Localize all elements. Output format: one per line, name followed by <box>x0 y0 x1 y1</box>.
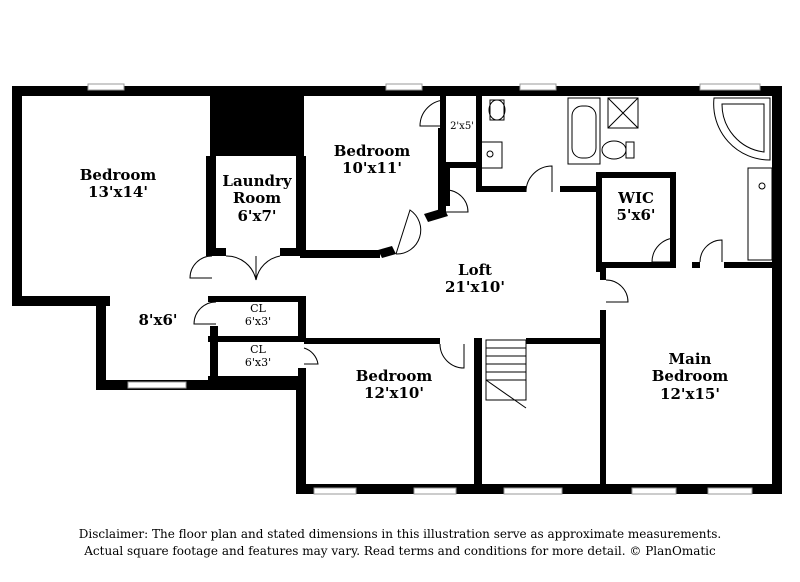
room-dims: 13'x14' <box>88 183 148 202</box>
closet-2-label: CL 6'x3' <box>226 343 290 369</box>
room-name: CL <box>250 343 266 356</box>
disclaimer: Disclaimer: The floor plan and stated di… <box>0 526 800 560</box>
closet-1-label: CL 6'x3' <box>226 302 290 328</box>
room-dims: 12'x15' <box>660 384 720 403</box>
room-dims: 10'x11' <box>342 159 402 178</box>
bedroom-top-label: Bedroom 10'x11' <box>326 142 418 178</box>
bedroom-left-label: Bedroom 13'x14' <box>78 166 158 202</box>
room-dims: 6'x3' <box>244 314 272 328</box>
nook-label: 8'x6' <box>128 311 188 329</box>
room-dims: 5'x6' <box>616 206 656 225</box>
room-name: WIC <box>618 189 654 207</box>
main-bedroom-label: Main Bedroom 12'x15' <box>640 350 740 403</box>
wic-label: WIC 5'x6' <box>606 189 666 225</box>
laundry-room-label: Laundry Room 6'x7' <box>216 172 298 225</box>
room-name-line1: Main <box>668 350 712 368</box>
bath-fixtures <box>479 97 773 261</box>
interior-walls <box>206 96 778 490</box>
disclaimer-line-2: Actual square footage and features may v… <box>84 544 716 558</box>
room-name-line2: Bedroom <box>651 367 729 386</box>
room-name-line1: Laundry <box>222 172 292 190</box>
room-dims: 6'x3' <box>244 355 272 369</box>
staircase <box>485 339 527 409</box>
room-dims: 12'x10' <box>364 384 424 403</box>
bedroom-bottom-label: Bedroom 12'x10' <box>344 367 444 403</box>
room-name-line2: Room <box>232 189 282 208</box>
room-dims: 8'x6' <box>138 311 178 329</box>
room-dims: 21'x10' <box>445 278 505 297</box>
room-dims: 2'x5' <box>450 121 474 132</box>
loft-label: Loft 21'x10' <box>430 261 520 297</box>
disclaimer-line-1: Disclaimer: The floor plan and stated di… <box>78 527 722 541</box>
room-name: Bedroom <box>79 166 157 184</box>
room-name: Loft <box>458 261 492 279</box>
room-name: Bedroom <box>333 142 411 160</box>
door-swings <box>189 99 723 369</box>
windows <box>87 83 761 495</box>
room-name: Bedroom <box>355 367 433 385</box>
small-closet-label: 2'x5' <box>446 121 478 133</box>
room-name: CL <box>250 302 266 315</box>
room-dims: 6'x7' <box>237 206 277 225</box>
